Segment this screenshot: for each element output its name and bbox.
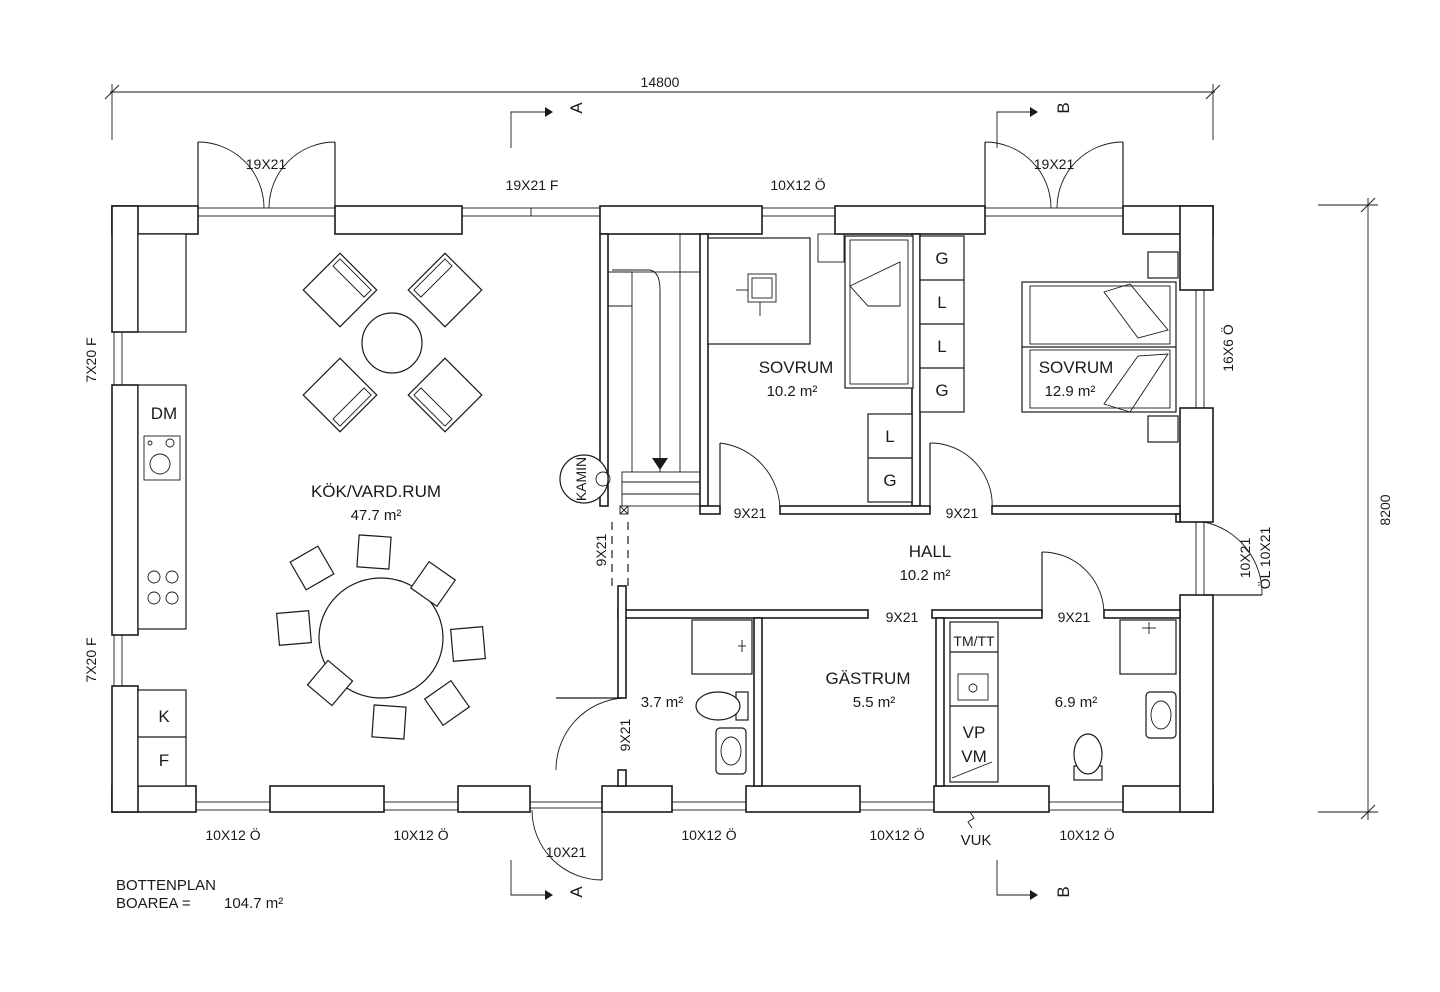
room-wc-area: 3.7 m² bbox=[641, 694, 684, 711]
area-value: 104.7 m² bbox=[224, 895, 283, 912]
room-guest-name: GÄSTRUM bbox=[826, 669, 911, 688]
area-label: BOAREA = bbox=[116, 895, 191, 912]
svg-text:7X20 F: 7X20 F bbox=[83, 337, 99, 382]
svg-text:9X21: 9X21 bbox=[617, 718, 633, 751]
dimension-depth-label: 8200 bbox=[1377, 494, 1393, 525]
f-label: F bbox=[159, 751, 169, 770]
dining-table bbox=[276, 534, 486, 740]
svg-text:L: L bbox=[937, 293, 946, 312]
interior-doors bbox=[555, 442, 1105, 771]
svg-text:ÖL 10X21: ÖL 10X21 bbox=[1256, 527, 1273, 590]
svg-text:9X21: 9X21 bbox=[593, 533, 609, 566]
section-marker-a-top: A bbox=[510, 102, 586, 148]
svg-text:19X21: 19X21 bbox=[1034, 156, 1075, 172]
exterior-doors bbox=[197, 141, 1263, 881]
title-block: BOTTENPLAN BOAREA = 104.7 m² bbox=[116, 877, 283, 912]
svg-text:9X21: 9X21 bbox=[734, 505, 767, 521]
room-bedroom1-area: 10.2 m² bbox=[767, 383, 818, 400]
kamin-stove: KAMIN bbox=[559, 454, 611, 504]
svg-text:L: L bbox=[885, 427, 894, 446]
svg-text:10X21: 10X21 bbox=[1237, 538, 1253, 579]
tm-tt-label: TM/TT bbox=[953, 633, 995, 649]
kitchen-counter: DM K F bbox=[137, 233, 187, 787]
interior-walls bbox=[599, 233, 1181, 787]
svg-text:16X6 Ö: 16X6 Ö bbox=[1219, 324, 1236, 372]
tech-fixtures: TM/TT VP VM bbox=[949, 621, 999, 783]
svg-text:G: G bbox=[935, 249, 948, 268]
dimension-width: 14800 bbox=[104, 74, 1221, 140]
svg-text:9X21: 9X21 bbox=[886, 609, 919, 625]
svg-text:A: A bbox=[567, 102, 586, 114]
lounge-table bbox=[302, 252, 483, 433]
plan-title: BOTTENPLAN bbox=[116, 877, 216, 894]
svg-text:B: B bbox=[1054, 886, 1073, 897]
svg-text:19X21 F: 19X21 F bbox=[506, 177, 559, 193]
svg-text:9X21: 9X21 bbox=[946, 505, 979, 521]
room-bedroom2-area: 12.9 m² bbox=[1045, 383, 1096, 400]
svg-text:10X12 Ö: 10X12 Ö bbox=[1059, 826, 1114, 843]
svg-text:10X21: 10X21 bbox=[546, 844, 587, 860]
room-hall-name: HALL bbox=[909, 542, 952, 561]
svg-text:G: G bbox=[935, 381, 948, 400]
staircase bbox=[607, 233, 701, 515]
svg-text:10X12 Ö: 10X12 Ö bbox=[205, 826, 260, 843]
svg-text:10X12 Ö: 10X12 Ö bbox=[681, 826, 736, 843]
section-marker-a-bottom: A bbox=[510, 860, 586, 900]
vp-label: VP bbox=[963, 723, 986, 742]
room-hall-area: 10.2 m² bbox=[900, 567, 951, 584]
opening-labels: 19X21 19X21 F 10X12 Ö 19X21 7X20 F 7X20 … bbox=[83, 156, 1273, 860]
dimension-depth: 8200 bbox=[1318, 197, 1393, 820]
room-labels: KÖK/VARD.RUM 47.7 m² SOVRUM 10.2 m² SOVR… bbox=[311, 358, 1113, 711]
svg-text:B: B bbox=[1054, 102, 1073, 113]
wc-fixtures bbox=[691, 619, 753, 775]
room-bedroom2-name: SOVRUM bbox=[1039, 358, 1114, 377]
section-marker-b-bottom: B bbox=[996, 860, 1073, 900]
room-bath-area: 6.9 m² bbox=[1055, 694, 1098, 711]
windows bbox=[113, 207, 1205, 811]
bathroom-fixtures bbox=[1073, 619, 1177, 781]
svg-text:10X12 Ö: 10X12 Ö bbox=[869, 826, 924, 843]
room-kitchen-area: 47.7 m² bbox=[351, 507, 402, 524]
svg-text:19X21: 19X21 bbox=[246, 156, 287, 172]
svg-text:A: A bbox=[567, 886, 586, 898]
room-kitchen-name: KÖK/VARD.RUM bbox=[311, 482, 441, 501]
kamin-label: KAMIN bbox=[573, 457, 589, 501]
svg-text:7X20 F: 7X20 F bbox=[83, 637, 99, 682]
section-marker-b-top: B bbox=[996, 102, 1073, 148]
svg-text:G: G bbox=[883, 471, 896, 490]
svg-text:10X12 Ö: 10X12 Ö bbox=[393, 826, 448, 843]
vm-label: VM bbox=[961, 747, 987, 766]
room-guest-area: 5.5 m² bbox=[853, 694, 896, 711]
bedroom1-furniture: G L L G L G bbox=[707, 233, 965, 503]
svg-text:VUK: VUK bbox=[961, 832, 992, 849]
dimension-width-label: 14800 bbox=[641, 74, 680, 90]
dm-label: DM bbox=[151, 404, 177, 423]
svg-text:L: L bbox=[937, 337, 946, 356]
svg-text:10X12 Ö: 10X12 Ö bbox=[770, 176, 825, 193]
k-label: K bbox=[158, 707, 170, 726]
bedroom2-furniture bbox=[1021, 251, 1179, 443]
svg-text:9X21: 9X21 bbox=[1058, 609, 1091, 625]
room-bedroom1-name: SOVRUM bbox=[759, 358, 834, 377]
